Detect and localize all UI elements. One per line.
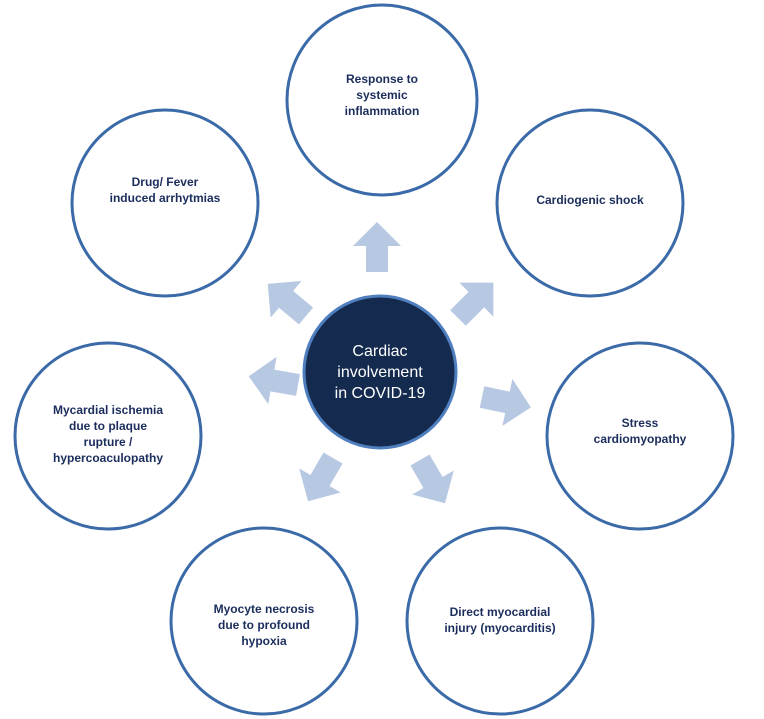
node-circle-upper-left bbox=[70, 108, 260, 298]
node-circle-left bbox=[13, 341, 203, 531]
node-label-top: Response to systemic inflammation bbox=[344, 72, 420, 118]
node-label-lower-left: Myocyte necrosis due to profound hypoxia bbox=[213, 602, 315, 648]
arrow-upper-left bbox=[267, 280, 314, 325]
node-circle-upper-right bbox=[495, 108, 685, 298]
arrow-left bbox=[248, 356, 300, 405]
node-circle-lower-right bbox=[405, 526, 595, 716]
node-label-right: Stress cardiomyopathy bbox=[593, 416, 687, 446]
arrow-lower-right bbox=[410, 454, 454, 504]
node-label-left: Mycardial ischemia due to plaque rupture… bbox=[52, 403, 164, 465]
center-label: Cardiac involvement in COVID-19 bbox=[334, 342, 426, 402]
arrow-lower-left bbox=[299, 452, 343, 502]
node-circle-top bbox=[285, 3, 479, 197]
arrow-right bbox=[479, 378, 531, 426]
center-circle bbox=[302, 294, 458, 450]
arrows-group bbox=[248, 222, 531, 504]
node-label-upper-left: Drug/ Fever induced arrhytmias bbox=[109, 175, 221, 205]
node-label-lower-right: Direct myocardial injury (myocarditis) bbox=[444, 605, 556, 635]
node-circle-lower-left bbox=[169, 526, 359, 716]
node-label-upper-right: Cardiogenic shock bbox=[536, 193, 644, 207]
node-circle-right bbox=[545, 341, 735, 531]
arrow-top bbox=[353, 222, 401, 272]
arrow-upper-right bbox=[450, 282, 494, 326]
